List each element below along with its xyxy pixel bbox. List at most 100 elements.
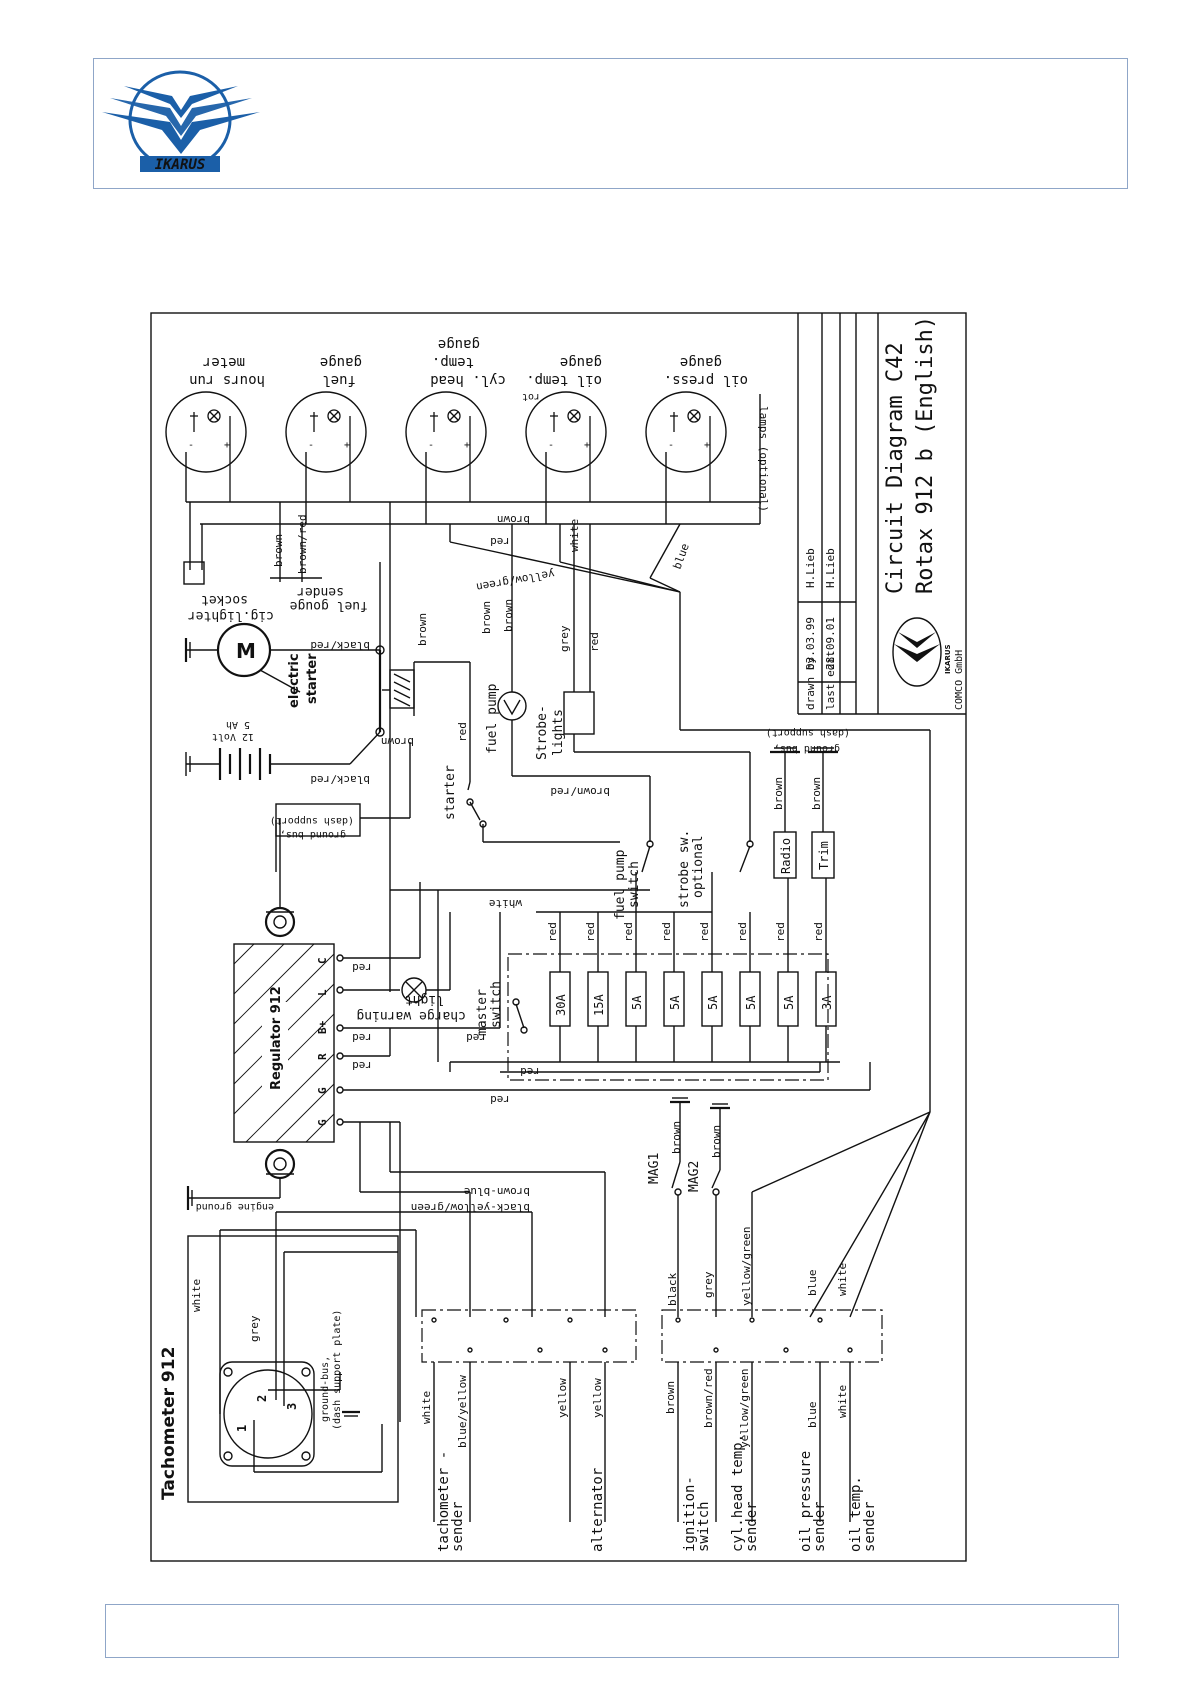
gauge-label-oil-press: oil press. bbox=[664, 372, 748, 388]
motor-symbol: M bbox=[236, 639, 256, 663]
fuse-3a: 3A bbox=[820, 995, 834, 1010]
ground-bus-label: ground bus, bbox=[280, 829, 346, 840]
tach-pin-2: 2 bbox=[255, 1395, 269, 1402]
diagram-title: Circuit Diagram C42 bbox=[883, 342, 908, 594]
svg-text:yellow/green: yellow/green bbox=[475, 567, 556, 594]
tacho-connector bbox=[219, 1361, 315, 1467]
pin-r: R bbox=[316, 1053, 329, 1060]
svg-text:COMCO GmbH: COMCO GmbH bbox=[954, 650, 965, 710]
svg-text:brown: brown bbox=[502, 599, 515, 632]
svg-text:brown: brown bbox=[480, 601, 493, 634]
last-edit-name: H.Lieb bbox=[824, 548, 837, 588]
gauge-label-fuel: fuel bbox=[322, 372, 356, 388]
svg-text:-: - bbox=[188, 440, 194, 451]
pin-g-2: G bbox=[316, 1119, 329, 1126]
svg-text:blue: blue bbox=[806, 1402, 819, 1429]
header-frame bbox=[93, 58, 1128, 189]
svg-text:red: red bbox=[660, 922, 673, 942]
svg-text:brown: brown bbox=[381, 735, 414, 748]
footer-frame bbox=[105, 1604, 1119, 1658]
fuel-gauge-sender-label-2: sender bbox=[297, 584, 344, 599]
svg-text:black/red: black/red bbox=[310, 639, 370, 652]
cig-lighter-label: cig.lighter bbox=[188, 608, 274, 623]
fuse-5a-3: 5A bbox=[706, 995, 720, 1010]
tach-pin-3: 3 bbox=[285, 1403, 299, 1410]
svg-text:brown: brown bbox=[497, 513, 530, 526]
fuse-5a-5: 5A bbox=[782, 995, 796, 1010]
diagram-subtitle: Rotax 912 b (English) bbox=[913, 316, 938, 594]
svg-text:-: - bbox=[308, 440, 314, 451]
oil-press-gauge bbox=[645, 391, 727, 473]
ignition-switch-label: ignition- bbox=[682, 1476, 698, 1552]
ground-bus-plate-label: ground-bus, bbox=[320, 1356, 331, 1422]
drawn-by-label: drawn by bbox=[804, 657, 817, 710]
ikarus-logo: IKARUS bbox=[102, 70, 260, 173]
tachometer-box bbox=[187, 1235, 399, 1503]
trim-label: Trim bbox=[817, 841, 831, 870]
tach-sender-label-2: sender bbox=[450, 1501, 466, 1552]
ignition-switch-label-2: switch bbox=[696, 1501, 712, 1552]
oil-temp-sender-label: oil temp. bbox=[848, 1476, 864, 1552]
oil-pressure-sender-label-2: sender bbox=[812, 1501, 828, 1552]
charge-warning-label-2: light bbox=[405, 992, 444, 1007]
gauge-label-oil-temp: oil temp. bbox=[526, 372, 602, 388]
electric-starter: M bbox=[184, 622, 380, 693]
gauge-row: -+ -+ -+ -+ -+ hours run meter fuel gaug… bbox=[165, 336, 770, 512]
svg-text:brown: brown bbox=[772, 777, 785, 810]
svg-text:white: white bbox=[420, 1391, 433, 1424]
cig-lighter-label-2: socket bbox=[201, 592, 248, 607]
svg-text:ground bus,: ground bus, bbox=[774, 743, 840, 754]
svg-text:brown/red: brown/red bbox=[702, 1368, 715, 1428]
fuse-block bbox=[507, 953, 829, 1081]
battery-voltage: 12 Volt bbox=[212, 731, 254, 742]
svg-text:white: white bbox=[836, 1385, 849, 1418]
svg-text:red: red bbox=[546, 922, 559, 942]
svg-text:-: - bbox=[548, 440, 554, 451]
svg-text:red: red bbox=[352, 1031, 372, 1044]
master-switch-label-2: switch bbox=[489, 981, 504, 1028]
gauge-label-meter: meter bbox=[203, 354, 245, 370]
pin-b-plus: B+ bbox=[316, 1020, 329, 1034]
svg-text:red: red bbox=[490, 1093, 510, 1106]
svg-text:grey: grey bbox=[558, 625, 571, 652]
svg-text:brown/red: brown/red bbox=[550, 785, 610, 798]
svg-text:red: red bbox=[774, 922, 787, 942]
svg-text:grey: grey bbox=[248, 1315, 261, 1342]
svg-text:brown/red: brown/red bbox=[296, 514, 309, 574]
cyl-head-sender-label: cyl.head temp. bbox=[730, 1434, 746, 1552]
black-yellow-green-label: black-yellow/green bbox=[411, 1201, 530, 1214]
svg-text:brown: brown bbox=[664, 1381, 677, 1414]
fuse-30a: 30A bbox=[554, 994, 568, 1016]
cyl-head-temp-gauge bbox=[405, 391, 487, 473]
comco-logo: IKARUS COMCO GmbH bbox=[892, 617, 965, 710]
svg-text:black: black bbox=[666, 1273, 679, 1306]
svg-text:red: red bbox=[584, 922, 597, 942]
gauge-label-temp-gauge: gauge bbox=[438, 336, 480, 352]
electric-starter-label-2: starter bbox=[305, 653, 320, 704]
strobe-switch-label-2: optional bbox=[691, 835, 706, 898]
logo-text: IKARUS bbox=[155, 157, 206, 173]
svg-text:+: + bbox=[584, 440, 590, 451]
fuel-pump-switch-label-2: switch bbox=[627, 861, 642, 908]
svg-text:+: + bbox=[224, 440, 230, 451]
alternator-label: alternator bbox=[590, 1468, 606, 1552]
svg-text:-: - bbox=[428, 440, 434, 451]
svg-text:red: red bbox=[698, 922, 711, 942]
svg-text:grey: grey bbox=[702, 1271, 715, 1298]
mag1-label: MAG1 bbox=[647, 1153, 662, 1184]
svg-text:yellow: yellow bbox=[591, 1378, 604, 1418]
fuel-gauge bbox=[285, 391, 367, 473]
svg-text:blue: blue bbox=[671, 542, 692, 571]
svg-text:red: red bbox=[520, 1065, 540, 1078]
regulator-label: Regulator 912 bbox=[269, 986, 284, 1090]
tach-pin-1: 1 bbox=[235, 1425, 249, 1432]
gauge-label-cyl-head: cyl. head bbox=[430, 372, 506, 388]
svg-text:blue: blue bbox=[806, 1270, 819, 1297]
last-edit-label: last edit bbox=[824, 650, 837, 710]
circuit-diagram: drawn by 03.03.99 H.Lieb last edit 28.09… bbox=[150, 312, 967, 1562]
pin-c: C bbox=[316, 957, 329, 964]
diagram-frame bbox=[150, 312, 967, 1562]
strobe-lights-label: Strobe- bbox=[535, 705, 550, 760]
svg-text:+: + bbox=[464, 440, 470, 451]
fuse-5a-4: 5A bbox=[744, 995, 758, 1010]
